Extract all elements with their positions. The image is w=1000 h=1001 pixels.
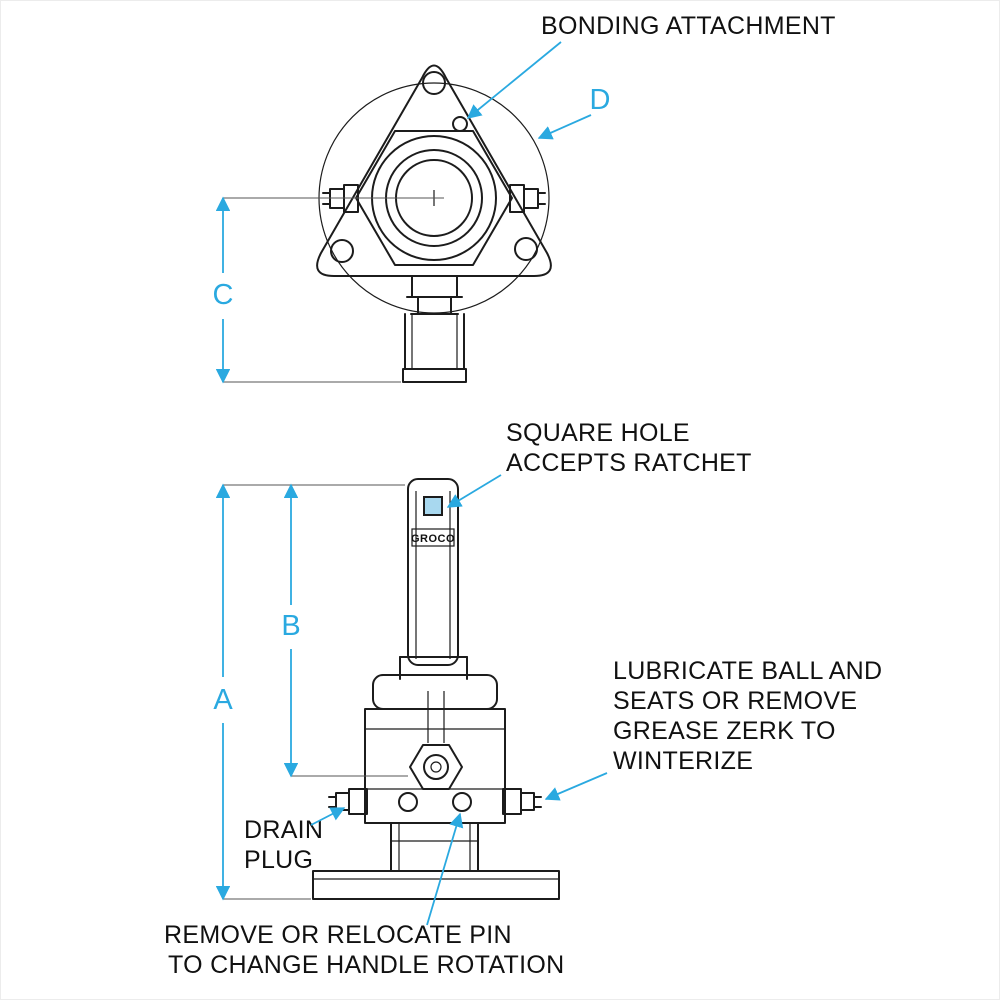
body-shoulder <box>372 674 498 710</box>
handle <box>407 478 459 666</box>
bonding-callout: BONDING ATTACHMENT <box>466 12 836 119</box>
drain-plug-callout: DRAIN PLUG <box>244 807 346 874</box>
mounting-hole-top <box>422 71 446 95</box>
valve-body <box>364 708 506 824</box>
bonding-attachment-label: BONDING ATTACHMENT <box>541 12 836 40</box>
side-view-drawing: GROCO <box>312 478 560 900</box>
grease-zerk <box>409 744 463 790</box>
drain-label-line1: DRAIN <box>244 816 323 844</box>
dimension-c: C <box>213 196 444 384</box>
base-flange <box>312 870 560 900</box>
mounting-hole-left <box>330 239 354 263</box>
lubricate-label-line3: GREASE ZERK TO <box>613 717 836 745</box>
bonding-screw <box>452 116 468 132</box>
pin-hole-left <box>398 792 418 812</box>
pin-label-line2: TO CHANGE HANDLE ROTATION <box>168 951 564 979</box>
lower-neck <box>390 822 479 872</box>
square-ratchet-hole <box>423 496 443 516</box>
dim-b-label: B <box>281 610 300 642</box>
square-hole-label-line1: SQUARE HOLE <box>506 419 690 447</box>
lubricate-label-line2: SEATS OR REMOVE <box>613 687 857 715</box>
brand-logo: GROCO <box>411 533 455 545</box>
dimension-d: D <box>537 84 611 140</box>
neck-steps <box>406 275 463 315</box>
right-side-bolt <box>502 788 542 815</box>
lubricate-label-line4: WINTERIZE <box>613 747 753 775</box>
dim-d-label: D <box>590 84 611 116</box>
top-view-drawing <box>316 64 552 383</box>
drain-plug-bolt <box>328 788 368 815</box>
brand-plate <box>411 528 455 547</box>
right-lug-bolt <box>509 184 546 213</box>
pin-hole-right <box>452 792 472 812</box>
square-hole-callout: SQUARE HOLE ACCEPTS RATCHET <box>446 419 752 508</box>
mounting-hole-right <box>514 237 538 261</box>
pin-label-line1: REMOVE OR RELOCATE PIN <box>164 921 512 949</box>
drain-label-line2: PLUG <box>244 846 313 874</box>
flange-triangle <box>316 64 552 277</box>
square-hole-label-line2: ACCEPTS RATCHET <box>506 449 752 477</box>
dim-a-label: A <box>213 684 233 716</box>
lubricate-callout: LUBRICATE BALL AND SEATS OR REMOVE GREAS… <box>544 657 882 801</box>
dim-c-label: C <box>213 279 234 311</box>
pipe-tail <box>402 313 467 383</box>
lubricate-label-line1: LUBRICATE BALL AND <box>613 657 882 685</box>
dimension-a: A <box>213 483 405 901</box>
pin-callout: REMOVE OR RELOCATE PIN TO CHANGE HANDLE … <box>164 812 564 979</box>
dimension-b: B <box>281 483 408 778</box>
